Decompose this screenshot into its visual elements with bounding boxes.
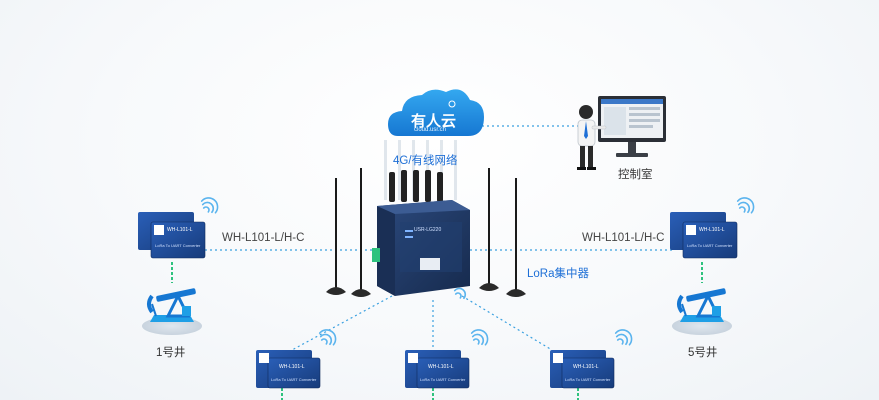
connection-lines	[171, 125, 703, 400]
well-right-label: 5号井	[688, 347, 718, 359]
lora-module-left	[138, 212, 206, 259]
module-title-left: WH-L101-L	[167, 227, 193, 233]
lora-module-bottom-right	[550, 350, 615, 389]
well-left-label: 1号井	[156, 347, 186, 359]
module-title-bottom-center: WH-L101-L	[428, 364, 454, 370]
pumpjack-icon	[142, 288, 202, 335]
wifi-icon	[200, 197, 755, 346]
module-title-bottom-left: WH-L101-L	[279, 364, 305, 370]
module-title-bottom-right: WH-L101-L	[573, 364, 599, 370]
module-subtitle-bottom-left: LoRa To UART Converter	[271, 377, 317, 382]
computer-icon	[577, 96, 666, 170]
lora-module-bottom-left	[256, 350, 321, 389]
module-subtitle-left: LoRa To UART Converter	[155, 243, 201, 248]
module-subtitle-bottom-center: LoRa To UART Converter	[420, 377, 466, 382]
gateway-model-label: USR-LG220	[414, 227, 442, 233]
bottom-right-lora-link	[461, 295, 553, 351]
module-title-right: WH-L101-L	[699, 227, 725, 233]
pumpjack-icon	[672, 288, 732, 335]
left-link-label: WH-L101-L/H-C	[222, 232, 305, 244]
control-room-label: 控制室	[618, 169, 653, 181]
bottom-left-lora-link	[291, 295, 393, 351]
cloud-url-label: cloud.usr.cn	[414, 127, 447, 133]
lora-gateway	[372, 200, 470, 296]
cloud-icon	[388, 89, 484, 136]
lora-module-right	[670, 212, 738, 259]
backhaul-label: 4G/有线网络	[393, 155, 458, 167]
lora-module-bottom-center	[405, 350, 470, 389]
module-subtitle-right: LoRa To UART Converter	[687, 243, 733, 248]
right-link-label: WH-L101-L/H-C	[582, 232, 665, 244]
cloud-brand-label: 有人云	[411, 113, 457, 130]
concentrator-label: LoRa集中器	[527, 268, 589, 280]
module-subtitle-bottom-right: LoRa To UART Converter	[565, 377, 611, 382]
antenna-icon	[326, 168, 526, 297]
